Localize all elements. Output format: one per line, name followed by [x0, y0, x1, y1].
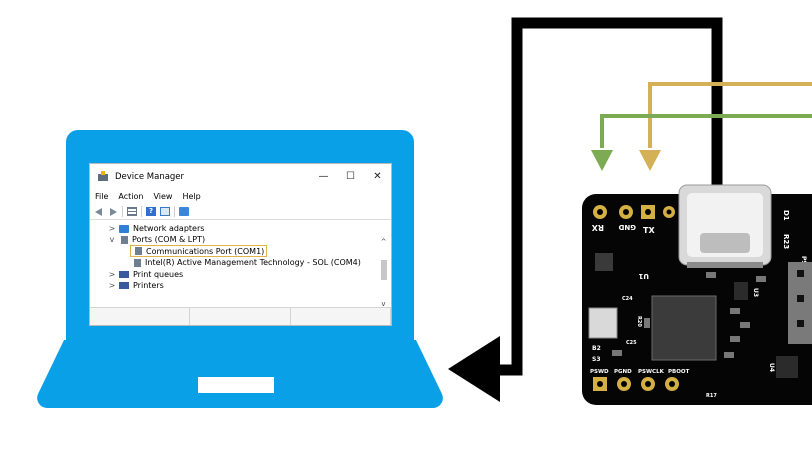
device-manager-window: Device Manager — ☐ ✕ File Action View He… [89, 163, 392, 326]
label-u3: U3 [752, 288, 759, 297]
monitor-icon[interactable] [179, 206, 189, 216]
label-pswclk-bottom: PSWCLK [638, 369, 665, 375]
laptop-trackpad [198, 377, 274, 393]
label-rx: RX [591, 223, 604, 232]
tree-item-printers[interactable]: > Printers [108, 280, 164, 291]
mcu-chip [651, 295, 717, 361]
yellow-wire [648, 82, 812, 148]
properties-icon[interactable] [160, 206, 170, 216]
port-icon [121, 235, 128, 244]
green-wire-arrowhead [591, 150, 613, 171]
label-tx: TX [643, 226, 655, 235]
help-icon[interactable]: ? [146, 206, 156, 216]
passive-components [612, 272, 766, 358]
usb-cable-arrowhead [448, 336, 500, 402]
right-header [788, 262, 812, 344]
title-bar: Device Manager — ☐ ✕ [90, 164, 391, 189]
status-pane [90, 308, 191, 325]
menu-file[interactable]: File [95, 191, 109, 201]
close-button[interactable]: ✕ [373, 171, 382, 182]
pcb-board: RX GND TX D1 R23 PSWCLK U1 C24 R20 C25 B… [582, 184, 812, 405]
menu-view[interactable]: View [153, 191, 173, 201]
label-r17: R17 [706, 393, 717, 399]
label-s3: S3 [592, 356, 601, 363]
status-pane [291, 308, 391, 325]
menu-action[interactable]: Action [118, 191, 144, 201]
window-title: Device Manager [115, 171, 185, 182]
printer-icon [119, 271, 129, 278]
menu-help[interactable]: Help [182, 191, 201, 201]
scroll-up-icon[interactable]: ^ [380, 238, 387, 246]
label-c25: C25 [626, 340, 637, 346]
status-bar [90, 307, 391, 325]
forward-arrow-icon[interactable] [108, 207, 118, 216]
chevron-down-icon[interactable]: v [109, 235, 115, 244]
toolbar-separator [122, 205, 123, 217]
vertical-scrollbar[interactable]: ^ v [379, 238, 388, 308]
network-adapter-icon [119, 224, 129, 233]
label-gnd: GND [618, 223, 636, 231]
menu-bar: File Action View Help [90, 189, 391, 203]
u3-chip [734, 282, 748, 300]
label-r23: R23 [782, 234, 790, 249]
label-u1: U1 [638, 272, 649, 280]
minimize-button[interactable]: — [318, 171, 329, 182]
green-wire [600, 114, 812, 148]
label-r20: R20 [636, 316, 642, 327]
u4-chip [776, 356, 798, 378]
chevron-right-icon[interactable]: > [108, 224, 116, 233]
top-pads [593, 205, 675, 219]
label-d1: D1 [782, 210, 790, 221]
back-arrow-icon[interactable] [94, 207, 104, 216]
tree-item-ports[interactable]: v Ports (COM & LPT) [108, 234, 205, 245]
tree-item-label: Communications Port (COM1) [146, 246, 265, 256]
white-button [588, 307, 618, 339]
label-b2: B2 [592, 345, 601, 352]
scroll-thumb[interactable] [381, 260, 387, 280]
port-icon [134, 258, 141, 267]
toolbar: ? [90, 203, 391, 220]
tree-item-print-queues[interactable]: > Print queues [108, 269, 184, 280]
device-tree: > Network adapters v Ports (COM & LPT) C… [90, 220, 391, 290]
status-pane [190, 308, 291, 325]
device-list-icon[interactable] [127, 206, 137, 216]
tree-item-label: Ports (COM & LPT) [132, 235, 206, 244]
label-pgnd: PGND [614, 369, 632, 375]
window-controls: — ☐ ✕ [310, 171, 391, 182]
printer-icon [119, 282, 129, 289]
usb-c-connector [678, 184, 772, 268]
tree-item-com4[interactable]: Intel(R) Active Management Technology - … [132, 257, 361, 268]
port-icon [135, 247, 142, 255]
tree-item-label: Network adapters [133, 224, 205, 233]
device-manager-icon [98, 171, 109, 182]
tree-item-label: Print queues [133, 270, 184, 279]
toolbar-separator [141, 205, 142, 217]
label-pboot: PBOOT [668, 369, 690, 375]
tree-item-label: Intel(R) Active Management Technology - … [145, 258, 361, 267]
label-pswd: PSWD [590, 369, 609, 375]
tree-item-com1[interactable]: Communications Port (COM1) [130, 245, 268, 257]
chevron-right-icon[interactable]: > [108, 270, 116, 279]
bottom-pads [593, 377, 679, 391]
maximize-button[interactable]: ☐ [346, 171, 355, 182]
laptop-base [37, 340, 443, 408]
yellow-wire-arrowhead [639, 150, 661, 171]
regulator-chip [595, 253, 613, 271]
chevron-right-icon[interactable]: > [108, 281, 116, 290]
tree-item-label: Printers [133, 281, 164, 290]
label-c24: C24 [622, 296, 633, 302]
toolbar-separator [174, 205, 175, 217]
scroll-down-icon[interactable]: v [381, 300, 386, 308]
label-u4: U4 [768, 363, 775, 372]
tree-item-network-adapters[interactable]: > Network adapters [108, 223, 205, 234]
